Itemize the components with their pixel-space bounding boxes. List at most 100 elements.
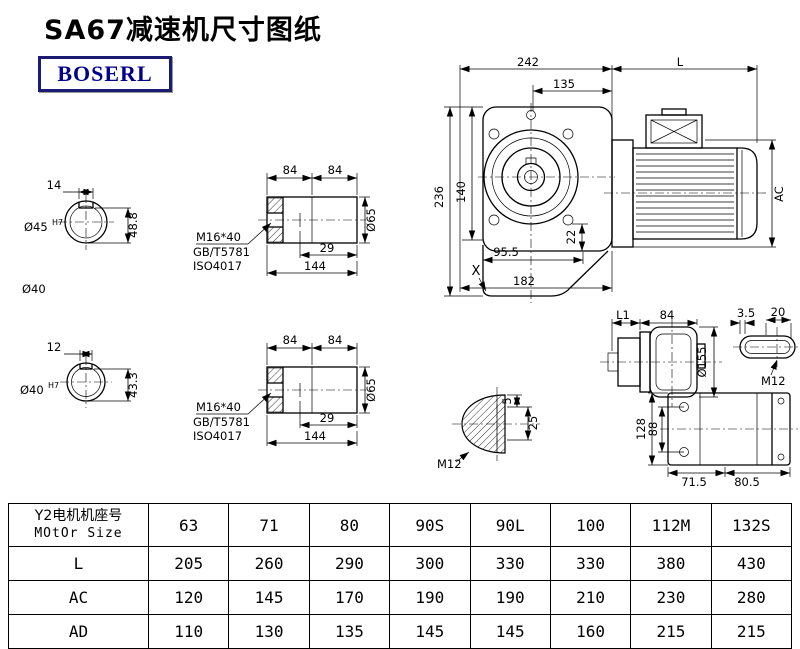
motor-rear-shroud xyxy=(737,147,758,240)
table-cell: 330 xyxy=(549,546,632,581)
label-std1-a: GB/T5781 xyxy=(193,245,250,259)
table-cell: 145 xyxy=(469,614,551,649)
table-cell: 170 xyxy=(308,580,391,615)
table-cell: 120 xyxy=(147,580,230,615)
dim-140: 140 xyxy=(454,181,468,203)
table-header-motor-size-en: MOtOr Size xyxy=(34,525,123,541)
table-cell: 145 xyxy=(228,580,310,615)
shaft-end-40-outline xyxy=(66,362,106,402)
dim-135: 135 xyxy=(553,77,575,91)
label-std2-b: ISO4017 xyxy=(193,429,242,443)
technical-drawing: 14 Ø45 H7 48.8 Ø40 12 Ø40 H7 43.3 84 84 … xyxy=(20,55,799,489)
dim-dia65-a: Ø65 xyxy=(364,208,378,232)
table-cell: 300 xyxy=(389,546,471,581)
motor-fins xyxy=(636,153,734,233)
shaft-side-view-bottom: 84 84 29 144 Ø65 M16*40 GB/T5781 ISO4017 xyxy=(193,333,378,447)
table-header-motor-size: Y2电机机座号 MOtOr Size xyxy=(8,503,149,547)
table-cell: 330 xyxy=(469,546,551,581)
motor-flange xyxy=(611,139,634,248)
label-std2-a: ISO4017 xyxy=(193,259,242,273)
dim-84b-b: 84 xyxy=(328,333,343,347)
dim-84-side: 84 xyxy=(660,308,675,322)
table-row-label: AC xyxy=(8,580,149,615)
label-dia40h7: Ø40 xyxy=(20,383,44,397)
dim-L1: L1 xyxy=(616,308,630,322)
dim-20: 20 xyxy=(771,305,786,319)
table-header-size: 112M xyxy=(630,503,712,547)
shaft-side-view-top: 84 84 29 144 Ø65 M16*40 GB/T5781 ISO4017 xyxy=(193,163,378,277)
brand-logo: BOSERL xyxy=(38,56,172,92)
dim-144-a: 144 xyxy=(304,259,326,273)
shaft-end-view-45: 14 Ø45 H7 48.8 xyxy=(24,178,140,250)
dim-dia65-b: Ø65 xyxy=(364,378,378,402)
table-cell: 190 xyxy=(469,580,551,615)
plug-section-view: 5 25 M12 xyxy=(437,387,540,471)
dim-AC: AC xyxy=(772,186,786,202)
table-header-motor-size-cn: Y2电机机座号 xyxy=(34,508,123,525)
table-row-label: AD xyxy=(8,614,149,649)
dim-128: 128 xyxy=(634,418,648,440)
table-cell: 210 xyxy=(549,580,632,615)
motor-size-table: Y2电机机座号 MOtOr Size 63 71 80 90S 90L 100 … xyxy=(8,503,793,649)
dim-242: 242 xyxy=(517,55,539,69)
table-header-size: 63 xyxy=(147,503,230,547)
dim-95-5: 95.5 xyxy=(493,245,519,259)
label-dia40-plain: Ø40 xyxy=(22,282,46,296)
dim-71-5: 71.5 xyxy=(681,475,707,489)
dim-80-5: 80.5 xyxy=(734,475,760,489)
dim-L: L xyxy=(677,55,684,69)
dim-22: 22 xyxy=(564,230,578,245)
table-header-size: 80 xyxy=(308,503,391,547)
dim-84a-a: 84 xyxy=(283,163,298,177)
table-cell: 230 xyxy=(630,580,712,615)
table-cell: 430 xyxy=(710,546,793,581)
table-cell: 110 xyxy=(147,614,230,649)
label-thread-b: M16*40 xyxy=(196,400,241,414)
label-dia40h7-sup: H7 xyxy=(48,381,59,390)
table-row: AD 110 130 135 145 145 160 215 215 xyxy=(8,614,793,649)
dim-25: 25 xyxy=(526,416,540,431)
dim-keywidth-45: 14 xyxy=(47,178,62,192)
dim-dia155: Ø155 xyxy=(695,346,709,377)
dim-88: 88 xyxy=(646,422,660,437)
page-title: SA67减速机尺寸图纸 xyxy=(44,15,322,46)
dim-depth-45: 48.8 xyxy=(126,212,140,238)
dim-84a-b: 84 xyxy=(283,333,298,347)
table-cell: 215 xyxy=(710,614,793,649)
dim-29-b: 29 xyxy=(320,411,335,425)
table-header-size: 132S xyxy=(710,503,793,547)
table-cell: 280 xyxy=(710,580,793,615)
table-header-size: 71 xyxy=(228,503,310,547)
label-thread-a: M16*40 xyxy=(196,230,241,244)
label-m12-side: M12 xyxy=(761,374,786,388)
label-dia45-sup: H7 xyxy=(52,218,63,227)
dim-3-5: 3.5 xyxy=(737,306,755,320)
table-header-size: 90S xyxy=(389,503,471,547)
table-row: L 205 260 290 300 330 330 380 430 xyxy=(8,546,793,581)
table-cell: 260 xyxy=(228,546,310,581)
table-cell: 145 xyxy=(389,614,471,649)
dim-5: 5 xyxy=(500,397,514,404)
table-header-size: 100 xyxy=(549,503,632,547)
label-m12-plug: M12 xyxy=(437,457,462,471)
dim-84b-a: 84 xyxy=(328,163,343,177)
table-cell: 190 xyxy=(389,580,471,615)
bottom-view: 128 88 71.5 80.5 xyxy=(634,392,798,489)
dim-keywidth-40: 12 xyxy=(47,340,62,354)
table-cell: 380 xyxy=(630,546,712,581)
motor-body xyxy=(632,147,738,240)
table-cell: 130 xyxy=(228,614,310,649)
table-cell: 135 xyxy=(308,614,391,649)
label-dia45: Ø45 xyxy=(24,220,48,234)
plug-outline xyxy=(461,394,506,454)
table-row: AC 120 145 170 190 190 210 230 280 xyxy=(8,580,793,615)
table-header-size: 90L xyxy=(469,503,551,547)
dim-144-b: 144 xyxy=(304,429,326,443)
table-cell: 215 xyxy=(630,614,712,649)
dim-236: 236 xyxy=(432,186,446,208)
table-cell: 160 xyxy=(549,614,632,649)
dim-depth-40: 43.3 xyxy=(126,372,140,398)
x-mark: X xyxy=(472,264,481,279)
table-cell: 290 xyxy=(308,546,391,581)
gearbox-housing-lower xyxy=(482,245,609,297)
